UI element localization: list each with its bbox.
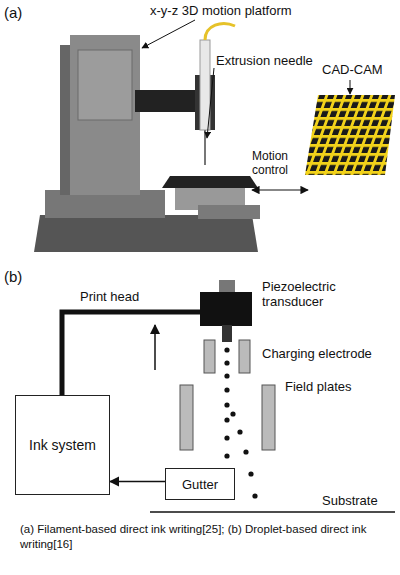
part-label: Print head — [80, 290, 139, 305]
print-head — [200, 292, 252, 326]
leader-arrow — [350, 80, 351, 94]
node-text: Ink system — [29, 437, 96, 453]
column-panel — [78, 50, 132, 120]
droplet — [224, 435, 229, 440]
droplet — [237, 429, 242, 434]
droplet — [224, 360, 229, 365]
flow-arrow — [110, 481, 165, 483]
motion-column — [70, 35, 140, 195]
flow-arrow — [154, 325, 156, 370]
double-arrow — [252, 189, 308, 190]
arm — [135, 90, 200, 112]
part-label: Motion control — [252, 150, 306, 178]
part-label: (a) — [4, 4, 22, 21]
droplet — [243, 449, 248, 454]
build-platform — [162, 176, 258, 188]
machine-base — [34, 215, 258, 252]
ink-line — [62, 312, 200, 395]
needle — [204, 130, 206, 165]
droplet — [248, 471, 253, 476]
droplet — [224, 373, 229, 378]
droplet — [252, 493, 257, 498]
droplet — [224, 417, 229, 422]
syringe — [200, 40, 210, 130]
part-label: Substrate — [322, 494, 378, 509]
droplet — [224, 453, 229, 458]
lattice-model — [305, 95, 395, 175]
droplet — [224, 387, 229, 392]
gutter-box: Gutter — [165, 468, 235, 500]
leader-arrow — [207, 68, 214, 138]
charging-electrode — [239, 340, 250, 373]
part-label: CAD-CAM — [322, 63, 383, 78]
part-label: Piezoelectric transducer — [262, 280, 372, 310]
field-plate — [180, 385, 193, 450]
substrate-line — [150, 511, 395, 513]
part-label: (b) — [4, 268, 22, 285]
part-label: Charging electrode — [262, 347, 392, 362]
droplet — [224, 402, 229, 407]
node-text: Gutter — [182, 477, 218, 492]
field-plate — [262, 385, 275, 450]
droplet — [230, 411, 235, 416]
xy-stage — [198, 205, 260, 219]
figure-caption: (a) Filament-based direct ink writing[25… — [20, 522, 380, 552]
ink-system-box: Ink system — [15, 395, 110, 495]
part-label: x-y-z 3D motion platform — [150, 4, 350, 19]
charging-electrode — [204, 340, 215, 373]
nozzle — [222, 325, 232, 342]
cable — [205, 24, 235, 40]
leader-arrow — [142, 20, 195, 48]
droplet — [224, 347, 229, 352]
part-label: Field plates — [285, 380, 385, 395]
